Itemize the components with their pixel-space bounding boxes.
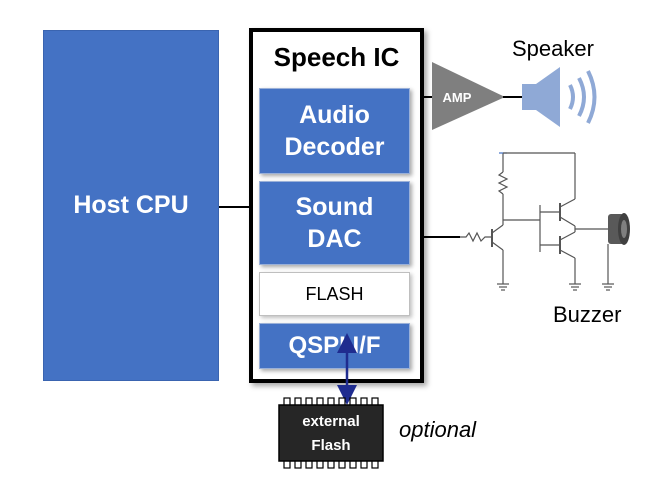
amp-triangle bbox=[432, 62, 505, 130]
external-flash-chip bbox=[278, 404, 384, 462]
sound-dac-line1: Sound bbox=[295, 192, 374, 221]
host-cpu-block: Host CPU bbox=[43, 30, 219, 381]
speaker-label: Speaker bbox=[512, 36, 594, 61]
sound-dac-line2: DAC bbox=[307, 225, 362, 253]
buzzer-label: Buzzer bbox=[553, 302, 622, 327]
host-cpu-label: Host CPU bbox=[73, 191, 189, 219]
buzzer-driver-circuit bbox=[460, 152, 614, 291]
audio-decoder-block: Audio Decoder bbox=[259, 88, 410, 174]
speech-ic-title: Speech IC bbox=[273, 42, 400, 72]
optional-note: optional bbox=[399, 417, 477, 442]
buzzer-icon bbox=[608, 213, 630, 245]
qspi-interface-label: QSPI I/F bbox=[288, 332, 381, 360]
external-flash-label-line2: Flash bbox=[311, 437, 350, 454]
internal-flash-label: FLASH bbox=[305, 283, 364, 304]
speaker-icon bbox=[522, 67, 597, 127]
qspi-interface-block: QSPI I/F bbox=[259, 323, 410, 369]
external-flash-label-line1: external bbox=[302, 413, 360, 430]
amp-label: AMP bbox=[443, 90, 472, 105]
sound-dac-block: Sound DAC bbox=[259, 181, 410, 265]
audio-decoder-line2: Decoder bbox=[284, 133, 385, 161]
internal-flash-block: FLASH bbox=[259, 272, 410, 316]
audio-decoder-line1: Audio bbox=[299, 100, 370, 129]
